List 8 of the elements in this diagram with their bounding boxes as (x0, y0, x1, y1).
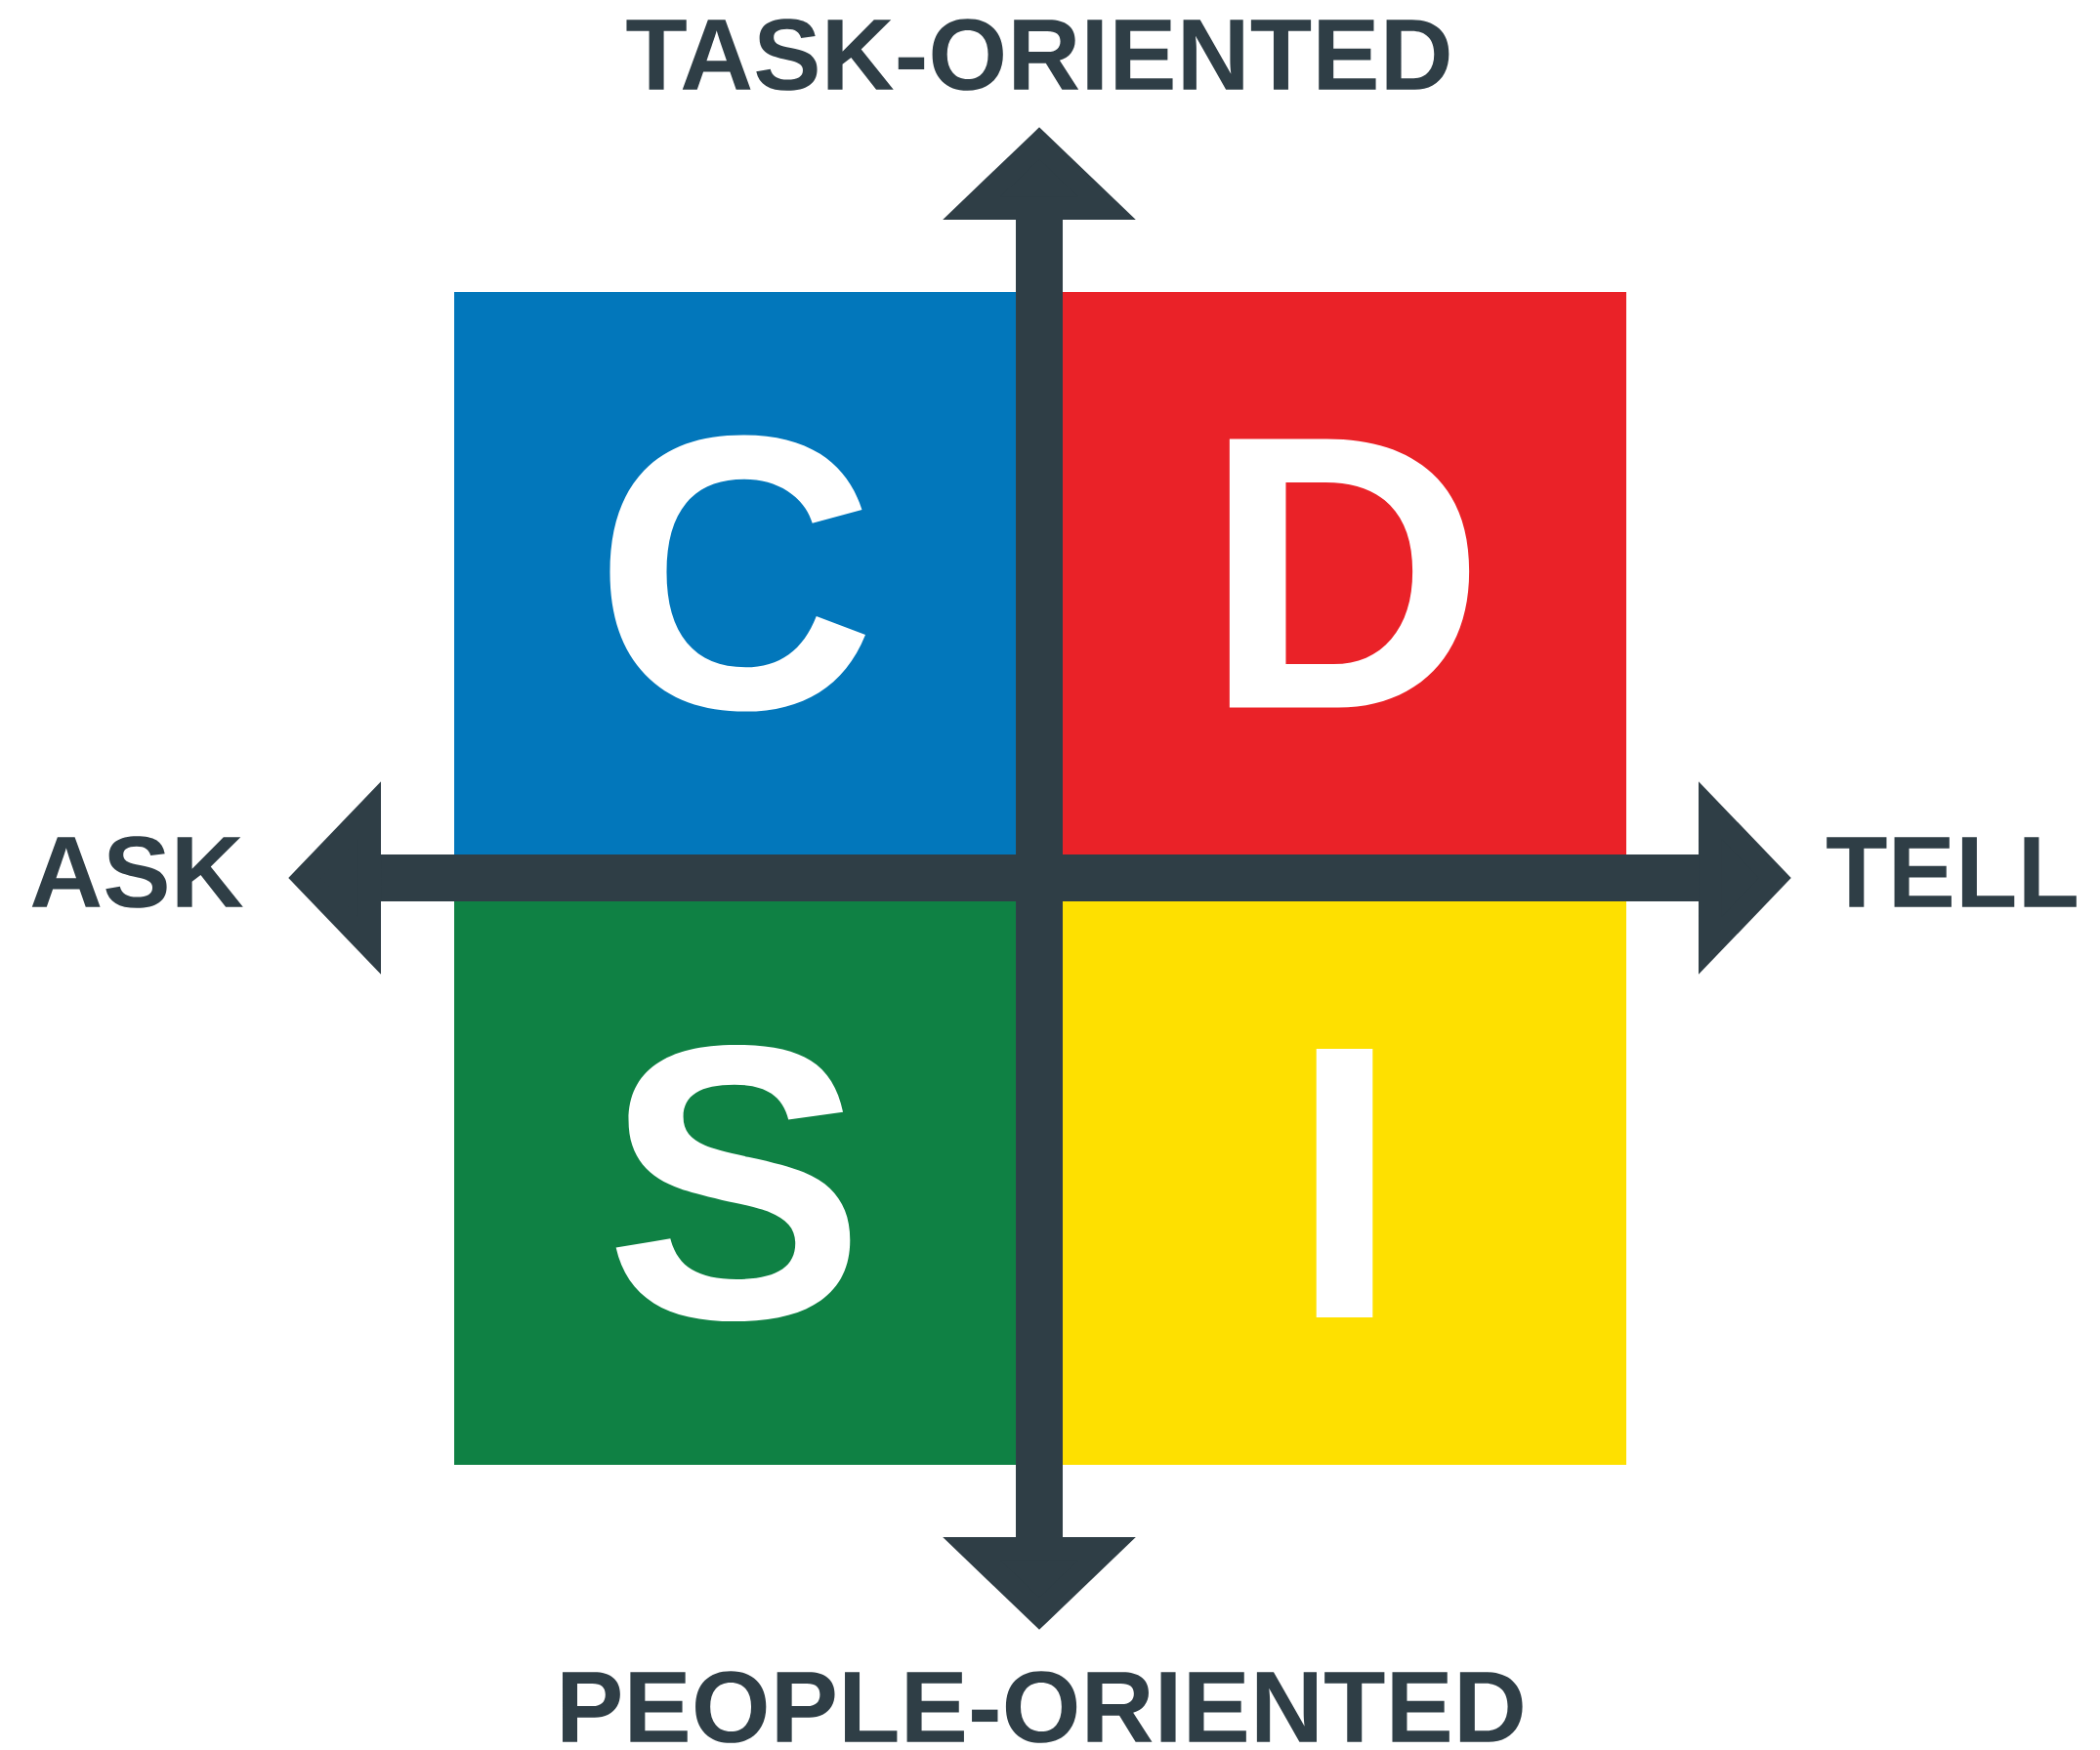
axis-label: TASK-ORIENTED (626, 19, 1449, 91)
axis-label: PEOPLE-ORIENTED (563, 1671, 1523, 1743)
quadrant-box: I (1063, 901, 1626, 1465)
axis-label: TELL (1827, 837, 2077, 907)
quadrant-box: C (454, 292, 1016, 854)
axis-label: ASK (31, 836, 243, 908)
quadrant-box: D (1063, 292, 1626, 854)
quadrant-box: S (454, 901, 1016, 1465)
